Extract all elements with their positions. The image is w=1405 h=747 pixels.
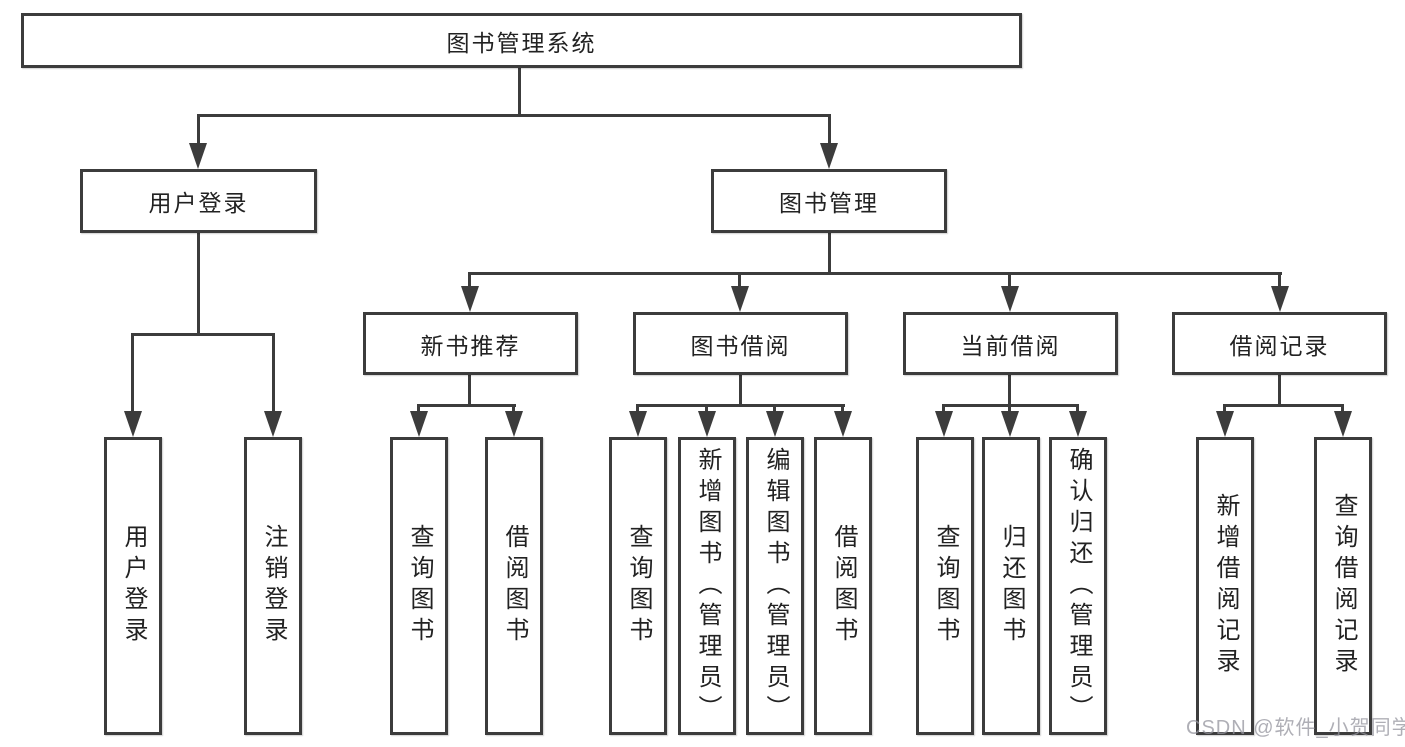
node-leaf-query-books-1: 查询图书 (390, 437, 448, 735)
node-label: 用户登录 (148, 190, 249, 216)
node-user-login: 用户登录 (80, 169, 317, 233)
arrow-down-icon (629, 411, 647, 437)
node-leaf-edit-book-admin: 编辑图书（管理员） (746, 437, 804, 735)
connector-line (828, 233, 831, 275)
node-new-book-recommend: 新书推荐 (363, 312, 578, 375)
node-label: 借阅图书 (501, 524, 528, 648)
connector-line (1278, 375, 1281, 407)
node-leaf-confirm-return: 确认归还（管理员） (1049, 437, 1107, 735)
node-label: 编辑图书（管理员） (762, 446, 789, 726)
arrow-down-icon (1001, 411, 1019, 437)
node-label: 借阅图书 (830, 524, 857, 648)
arrow-down-icon (1001, 286, 1019, 312)
node-leaf-borrow-books-2: 借阅图书 (814, 437, 872, 735)
node-book-borrowing: 图书借阅 (633, 312, 848, 375)
arrow-down-icon (461, 286, 479, 312)
connector-line (197, 114, 831, 117)
node-label: 图书管理 (779, 190, 879, 216)
connector-line (1278, 272, 1281, 294)
connector-line (828, 114, 831, 148)
connector-line (468, 272, 471, 294)
arrow-down-icon (1216, 411, 1234, 437)
node-label: 注销登录 (260, 524, 287, 648)
connector-line (739, 375, 742, 407)
arrow-down-icon (698, 411, 716, 437)
arrow-down-icon (766, 411, 784, 437)
node-leaf-return-books: 归还图书 (982, 437, 1040, 735)
node-book-management: 图书管理 (711, 169, 947, 233)
connector-line (518, 68, 521, 117)
arrow-down-icon (410, 411, 428, 437)
node-leaf-add-borrow-rec: 新增借阅记录 (1196, 437, 1254, 735)
node-leaf-query-books-2: 查询图书 (609, 437, 667, 735)
arrow-down-icon (935, 411, 953, 437)
node-root: 图书管理系统 (21, 13, 1022, 68)
connector-line (272, 333, 275, 417)
node-leaf-query-borrow-rec: 查询借阅记录 (1314, 437, 1372, 735)
arrow-down-icon (189, 143, 207, 169)
node-leaf-logout: 注销登录 (244, 437, 302, 735)
node-label: 确认归还（管理员） (1065, 446, 1092, 726)
connector-line (131, 333, 134, 417)
connector-line (417, 404, 516, 407)
node-leaf-query-books-3: 查询图书 (916, 437, 974, 735)
node-label: 借阅记录 (1229, 332, 1330, 359)
arrow-down-icon (1271, 286, 1289, 312)
arrow-down-icon (505, 411, 523, 437)
node-leaf-add-book-admin: 新增图书（管理员） (678, 437, 736, 735)
connector-line (1008, 375, 1011, 407)
connector-line (1008, 272, 1011, 294)
connector-line (636, 404, 845, 407)
arrow-down-icon (1069, 411, 1087, 437)
node-leaf-user-login: 用户登录 (104, 437, 162, 735)
arrow-down-icon (1334, 411, 1352, 437)
connector-line (131, 333, 275, 336)
node-label: 查询图书 (406, 524, 433, 648)
arrow-down-icon (264, 411, 282, 437)
connector-line (468, 272, 1282, 275)
arrow-down-icon (124, 411, 142, 437)
node-label: 当前借阅 (960, 332, 1061, 359)
node-label: 新增图书（管理员） (694, 446, 721, 726)
node-label: 图书借阅 (690, 332, 791, 359)
node-label: 查询图书 (932, 524, 959, 648)
connector-line (197, 114, 200, 148)
arrow-down-icon (731, 286, 749, 312)
node-label: 图书管理系统 (446, 29, 597, 56)
arrow-down-icon (820, 143, 838, 169)
connector-line (468, 375, 471, 407)
connector-line (1223, 404, 1344, 407)
connector-line (738, 272, 741, 294)
node-label: 新书推荐 (420, 332, 521, 359)
node-current-borrowing: 当前借阅 (903, 312, 1118, 375)
arrow-down-icon (834, 411, 852, 437)
node-label: 归还图书 (998, 524, 1025, 648)
node-label: 新增借阅记录 (1212, 493, 1239, 679)
node-leaf-borrow-books-1: 借阅图书 (485, 437, 543, 735)
node-label: 查询图书 (625, 524, 652, 648)
connector-line (197, 233, 200, 336)
node-borrowing-records: 借阅记录 (1172, 312, 1387, 375)
node-label: 查询借阅记录 (1330, 493, 1357, 679)
node-label: 用户登录 (120, 524, 147, 648)
